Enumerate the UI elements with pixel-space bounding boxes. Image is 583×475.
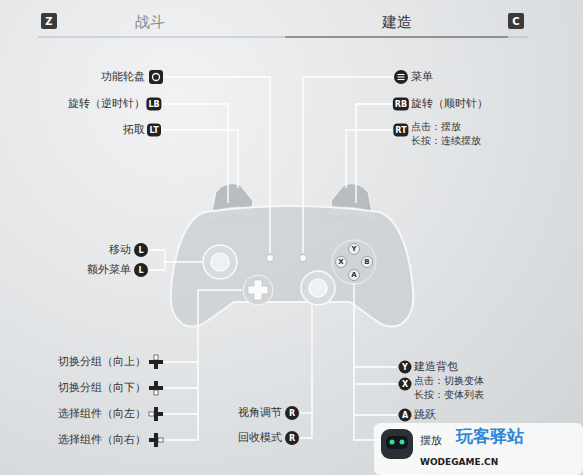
control-label: 长按：连续摆放 <box>411 135 481 147</box>
button-letter: Z <box>45 16 52 27</box>
face-button: B <box>361 256 373 268</box>
button-letter: A <box>402 411 408 420</box>
stick-badge: L <box>134 243 148 257</box>
control-label: 视角调节 <box>238 406 282 419</box>
button-letter: LT <box>149 126 158 135</box>
control-label: 长按：变体列表 <box>414 389 484 401</box>
dpad <box>248 280 268 300</box>
tab-active-rule <box>285 36 508 37</box>
dpad-up-icon <box>149 355 163 369</box>
button-letter: Y <box>402 363 408 372</box>
button-letter: A <box>351 271 356 279</box>
bumper-badge: LB <box>146 98 161 111</box>
key-badge: Z <box>41 13 57 29</box>
face-button: Y <box>348 243 360 255</box>
button-letter: X <box>402 380 408 389</box>
button-badge: Y <box>399 361 412 374</box>
menu-button <box>300 255 307 262</box>
button-letter: L <box>138 266 143 275</box>
control-label: 切换分组（向上） <box>58 355 146 368</box>
view-button <box>267 255 274 262</box>
control-label: 回收模式 <box>238 431 282 444</box>
button-letter: R <box>289 434 295 443</box>
stick-badge: R <box>285 406 299 420</box>
controller-body <box>171 206 414 327</box>
wheel-icon <box>149 70 163 84</box>
watermark-text: 玩客驿站 <box>456 426 524 446</box>
control-label: 额外菜单 <box>87 263 131 276</box>
button-letter: C <box>512 16 519 27</box>
dpad-left-icon <box>149 407 163 421</box>
button-letter: B <box>364 258 369 266</box>
control-label: 建造背包 <box>414 360 458 373</box>
trigger-badge: RT <box>393 124 408 137</box>
watermark-text: WODEGAME.CN <box>420 457 498 468</box>
bumper-badge: RB <box>393 98 409 111</box>
dpad-right-icon <box>149 433 163 447</box>
button-letter: R <box>289 409 295 418</box>
control-label: 点击：摆放 <box>411 121 461 133</box>
control-label: 切换分组（向下） <box>58 381 146 394</box>
stick-press-badge: L <box>134 263 148 277</box>
tab-title: 战斗 <box>135 13 165 31</box>
watermark-panel <box>374 423 583 475</box>
tab-title: 建造 <box>382 13 412 31</box>
button-badge: X <box>399 378 412 391</box>
control-label: 拓取 <box>123 123 145 136</box>
button-letter: RB <box>395 100 407 109</box>
control-label: 选择组件（向右） <box>58 433 146 446</box>
leader-lines <box>149 77 397 440</box>
watermark-robot <box>381 429 413 459</box>
button-letter: X <box>338 258 343 266</box>
key-badge: C <box>508 13 524 29</box>
button-badge: A <box>399 409 412 422</box>
face-button: X <box>335 256 347 268</box>
control-label: 旋转（顺时针） <box>411 97 488 110</box>
menu-icon <box>394 70 408 84</box>
tab-rule <box>38 37 528 38</box>
right-stick <box>301 271 335 305</box>
button-letter: RT <box>395 126 406 135</box>
button-letter: LB <box>148 100 159 109</box>
trigger-badge: LT <box>147 124 161 137</box>
control-label: 旋转（逆时针） <box>68 97 145 110</box>
control-label: 菜单 <box>411 70 433 83</box>
left-stick <box>203 245 237 279</box>
control-label: 跳跃 <box>414 408 436 421</box>
button-letter: Y <box>351 245 356 253</box>
button-letter: L <box>138 246 143 255</box>
control-label: 移动 <box>109 243 131 256</box>
control-label: 点击：切换变体 <box>414 375 484 387</box>
face-button: A <box>348 269 360 281</box>
control-label: 选择组件（向左） <box>58 407 146 420</box>
control-label: 摆放 <box>420 434 442 447</box>
stick-press-badge: R <box>285 431 299 445</box>
dpad-down-icon <box>149 381 163 395</box>
face-button-ring <box>332 240 376 284</box>
control-label: 功能轮盘 <box>101 70 145 83</box>
